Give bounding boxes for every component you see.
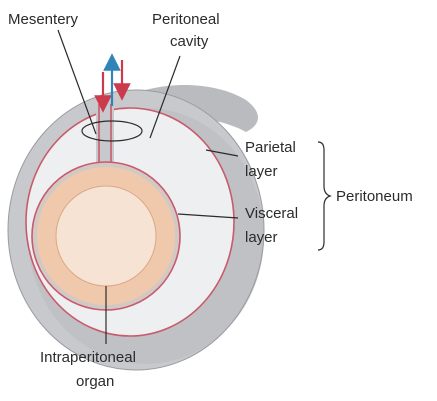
vessels (94, 53, 131, 113)
organ-lumen (56, 186, 156, 286)
label-visceral-line2: layer (245, 229, 278, 246)
label-peritoneal-cavity-line1: Peritoneal (152, 11, 220, 28)
label-peritoneum: Peritoneum (336, 188, 413, 205)
leader-peritoneal-cavity (149, 55, 181, 139)
leader-parietal (205, 149, 239, 157)
intraperitoneal-organ (31, 161, 181, 311)
parietal-outer-edge (7, 89, 265, 371)
leader-visceral (177, 213, 239, 219)
label-parietal-line1: Parietal (245, 139, 296, 156)
label-mesentery: Mesentery (8, 11, 79, 28)
label-visceral-line1: Visceral (245, 205, 298, 222)
label-organ-line2: organ (76, 373, 114, 390)
mesentery-ring (81, 120, 143, 142)
label-organ-line1: Intraperitoneal (40, 349, 136, 366)
label-parietal-line2: layer (245, 163, 278, 180)
label-peritoneal-cavity-line2: cavity (170, 33, 209, 50)
leader-lines (57, 29, 332, 344)
labels: Mesentery Peritoneal cavity Parietal lay… (8, 11, 413, 390)
peritoneum-brace (317, 141, 332, 251)
leader-mesentery (57, 29, 97, 135)
parietal-membrane (25, 107, 235, 337)
